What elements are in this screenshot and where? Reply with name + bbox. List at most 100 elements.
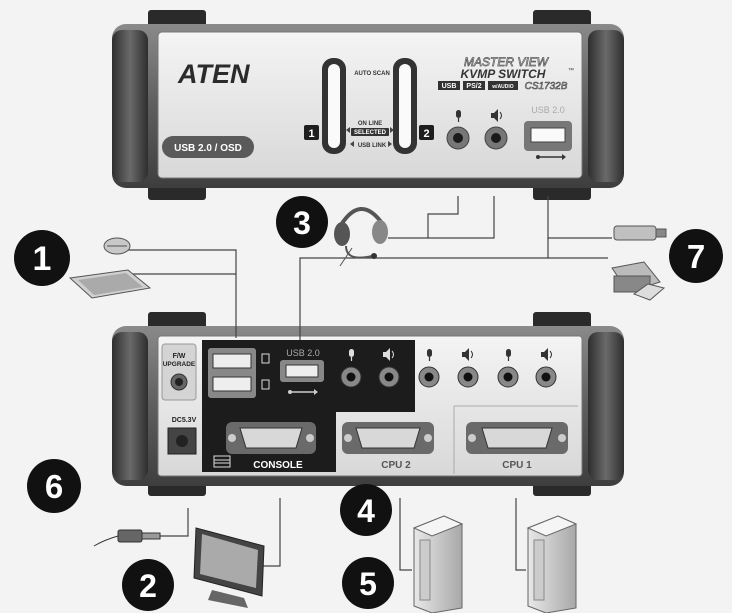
port-1-number: 1 bbox=[308, 128, 314, 140]
arrow-left-icon bbox=[346, 127, 350, 133]
cpu1-vga-socket bbox=[481, 427, 553, 449]
microphone-icon bbox=[456, 110, 461, 122]
rear-unit: F/W UPGRADE DC5.3V USB 2.0 bbox=[112, 312, 624, 496]
cpu1-speaker-jack-hole bbox=[541, 372, 551, 382]
callout-4-number: 4 bbox=[357, 493, 375, 529]
microphone-icon bbox=[506, 349, 511, 361]
callout-3: 3 bbox=[276, 196, 328, 248]
microphone-icon bbox=[349, 349, 354, 361]
badge-usb: USB bbox=[442, 83, 457, 90]
arrow-left-icon bbox=[350, 141, 354, 147]
cpu2-speaker-jack-hole bbox=[463, 372, 473, 382]
vga-screw bbox=[344, 434, 352, 442]
callout-1-number: 1 bbox=[33, 240, 52, 278]
power-label: DC5.3V bbox=[172, 417, 197, 424]
model-label: CS1732B bbox=[525, 81, 568, 92]
power-adapter-icon bbox=[93, 529, 161, 547]
fw-upgrade-area bbox=[161, 343, 197, 401]
arrow-right-icon bbox=[390, 127, 394, 133]
vga-screw bbox=[468, 434, 476, 442]
speaker-icon bbox=[541, 348, 552, 361]
keyboard-icon bbox=[68, 269, 152, 299]
keyboard-small-icon bbox=[261, 379, 270, 390]
usb-icon bbox=[536, 154, 566, 160]
callout-3-number: 3 bbox=[293, 205, 311, 241]
arrow-right-icon bbox=[388, 141, 392, 147]
callout-5-number: 5 bbox=[359, 566, 377, 602]
usb-icon bbox=[288, 389, 318, 395]
product-line-label: MASTER VIEW bbox=[464, 55, 550, 69]
computer-tower-icon bbox=[412, 515, 464, 613]
console-usb-port-2[interactable] bbox=[212, 376, 252, 392]
rear-usb-label: USB 2.0 bbox=[286, 348, 320, 358]
callout-4: 4 bbox=[340, 484, 392, 536]
badge-usb-bg bbox=[438, 81, 460, 90]
on-line-label: ON LINE bbox=[358, 121, 382, 127]
headset-icon bbox=[334, 207, 388, 267]
badge-audio: w/AUDIO bbox=[491, 84, 514, 90]
speaker-icon bbox=[462, 348, 473, 361]
cpu1-mic-jack-hole bbox=[503, 372, 513, 382]
microphone-icon bbox=[427, 349, 432, 361]
upgrade-label: UPGRADE bbox=[163, 361, 196, 368]
front-usb-slot bbox=[530, 127, 566, 143]
port-1-button-face bbox=[328, 64, 340, 148]
console-speaker-jack-hole bbox=[384, 372, 394, 382]
badge-ps2: PS/2 bbox=[466, 83, 481, 90]
brand-logo: ATEN bbox=[177, 59, 250, 89]
vga-screw bbox=[228, 434, 236, 442]
console-usb-port-1[interactable] bbox=[212, 353, 252, 369]
callout-5: 5 bbox=[342, 557, 394, 609]
port-1-badge bbox=[304, 125, 319, 140]
port-2-number: 2 bbox=[423, 128, 429, 140]
cpu2-label: CPU 2 bbox=[381, 460, 411, 471]
printer-icon bbox=[611, 261, 666, 301]
console-vga-socket bbox=[239, 427, 303, 449]
speaker-icon bbox=[383, 348, 394, 361]
power-jack-hole bbox=[176, 435, 188, 447]
callout-2: 2 bbox=[122, 559, 174, 611]
fw-upgrade-port-hole bbox=[175, 378, 183, 386]
usb-link-label: USB LINK bbox=[358, 143, 387, 149]
mouse-small-icon bbox=[261, 353, 270, 364]
cpu2-vga-socket bbox=[355, 427, 421, 449]
usb-flash-drive-icon bbox=[613, 225, 667, 241]
usb-osd-label: USB 2.0 / OSD bbox=[174, 143, 242, 154]
mouse-icon bbox=[103, 237, 131, 255]
callout-7-number: 7 bbox=[687, 238, 705, 275]
console-mic-jack-hole bbox=[346, 372, 356, 382]
vga-screw bbox=[306, 434, 314, 442]
front-mic-jack-hole bbox=[453, 133, 463, 143]
usb-osd-button[interactable] bbox=[162, 136, 254, 158]
callout-6-number: 6 bbox=[45, 468, 63, 505]
front-left-side bbox=[112, 30, 148, 182]
front-speaker-jack-hole bbox=[491, 133, 501, 143]
cpu2-mic-jack-hole bbox=[424, 372, 434, 382]
speaker-icon bbox=[491, 109, 502, 122]
badge-audio-bg bbox=[488, 81, 518, 90]
port-2-button-face bbox=[399, 64, 411, 148]
rear-left-side bbox=[112, 332, 148, 480]
rear-usb-slot bbox=[285, 364, 319, 378]
front-right-side bbox=[588, 30, 624, 182]
front-usb-label: USB 2.0 bbox=[531, 105, 565, 115]
auto-scan-label: AUTO SCAN bbox=[354, 71, 390, 77]
keyboard-small-icon bbox=[213, 455, 231, 468]
trademark-label: ™ bbox=[568, 67, 574, 74]
product-type-label: KVMP SWITCH bbox=[461, 67, 546, 81]
front-panel bbox=[157, 31, 583, 179]
vga-screw bbox=[558, 434, 566, 442]
monitor-icon bbox=[193, 527, 265, 608]
selected-label-bg bbox=[351, 128, 389, 136]
port-2-badge bbox=[419, 125, 434, 140]
connection-lines bbox=[120, 196, 612, 571]
callout-2-number: 2 bbox=[139, 568, 157, 604]
rear-right-side bbox=[588, 332, 624, 480]
vga-screw bbox=[424, 434, 432, 442]
callout-7: 7 bbox=[669, 229, 723, 283]
front-unit: ATEN USB 2.0 / OSD AUTO SCAN ON LINE SEL… bbox=[112, 10, 624, 200]
cpu1-label: CPU 1 bbox=[502, 460, 532, 471]
console-label: CONSOLE bbox=[253, 460, 303, 471]
fw-label: F/W bbox=[173, 353, 186, 360]
